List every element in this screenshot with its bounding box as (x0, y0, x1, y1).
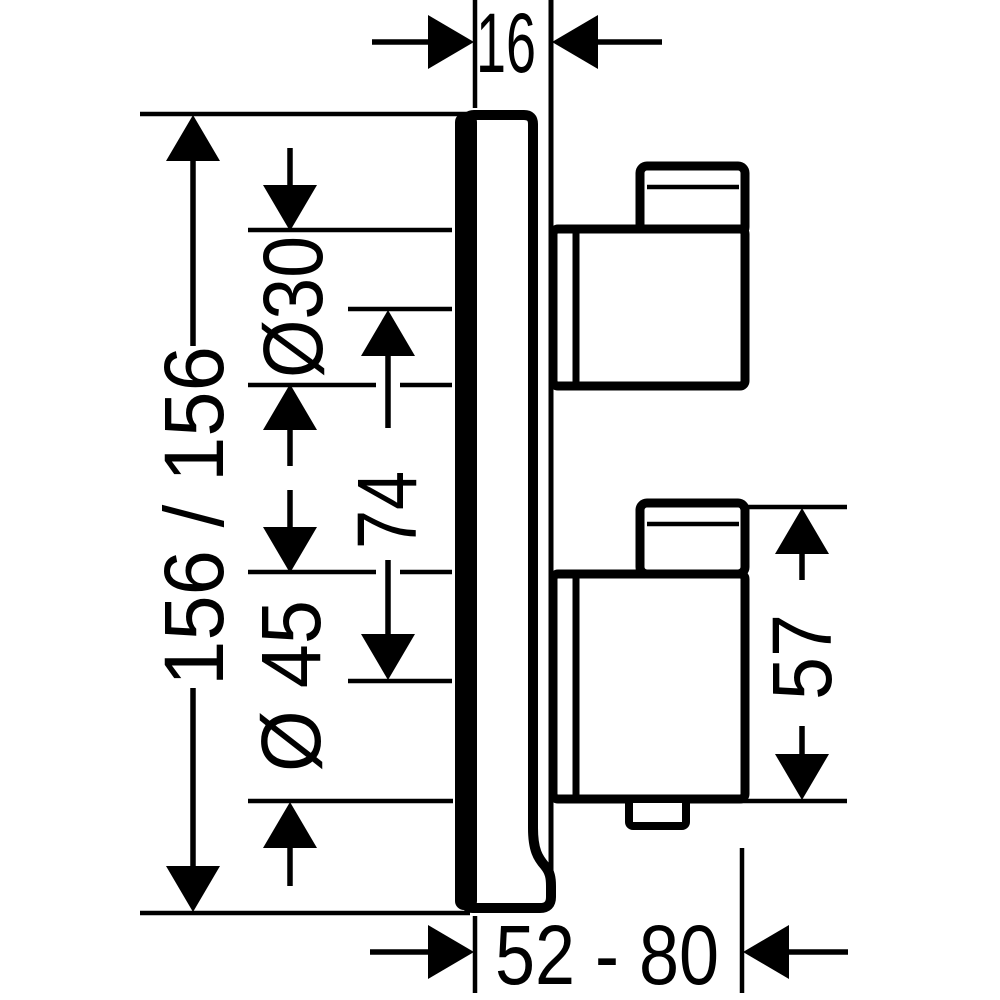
dim-label-upper-handle-diameter: Ø30 (246, 236, 340, 378)
upper-handle (548, 161, 750, 391)
arrowhead-up (263, 384, 317, 430)
arrowhead-right (428, 925, 474, 979)
arrowhead-down (263, 185, 317, 231)
arrowhead-down (775, 754, 829, 800)
dimension-upper-handle-diameter: Ø30 (246, 148, 452, 466)
arrowhead-up (166, 115, 220, 161)
arrowhead-left (743, 925, 789, 979)
arrowhead-up (361, 310, 415, 356)
upper-handle-body (548, 224, 750, 391)
dim-label-lower-handle-diameter: Ø 45 (244, 600, 338, 772)
dimension-handle-center-distance: 74 (340, 306, 452, 684)
dimension-plate-thickness: 16 (372, 0, 662, 108)
dim-label-installation-depth: 52 - 80 (495, 908, 719, 1000)
plate-front-face-bar (455, 113, 477, 910)
arrowhead-up (263, 802, 317, 848)
arrowhead-down (263, 527, 317, 573)
dim-label-handle-center-distance: 74 (340, 471, 434, 549)
lower-handle-stop-tab (625, 795, 690, 830)
lower-handle-body (548, 569, 750, 804)
lower-handle-grip (635, 498, 750, 579)
upper-handle-grip (635, 161, 750, 239)
mixer-product (455, 0, 750, 913)
dimension-installation-depth: 52 - 80 (370, 848, 848, 1000)
dimension-lower-handle-diameter: Ø 45 (244, 490, 453, 886)
dimension-plate-height: 156 / 156 (140, 111, 476, 916)
arrowhead-left (552, 15, 598, 69)
escutcheon-plate (461, 110, 556, 913)
dim-label-plate-height: 156 / 156 (147, 346, 241, 686)
arrowhead-down (361, 634, 415, 680)
arrowhead-up (775, 508, 829, 554)
lower-handle (548, 498, 750, 830)
arrowhead-right (428, 15, 474, 69)
arrowhead-down (166, 866, 220, 912)
dim-label-lower-handle-height: 57 (755, 614, 849, 700)
dim-label-plate-thickness: 16 (476, 0, 536, 90)
dimension-lower-handle-height: 57 (740, 504, 849, 804)
